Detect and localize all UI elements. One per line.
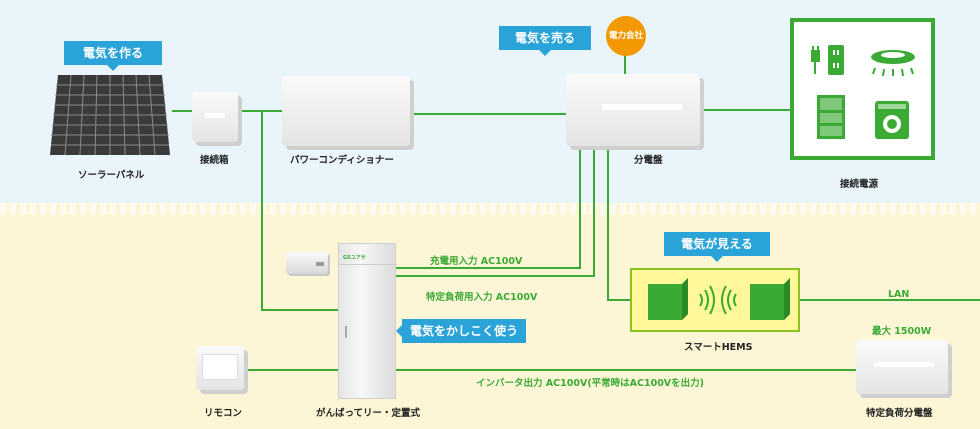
solar-panel-label: ソーラーパネル (78, 170, 145, 181)
area-divider (0, 203, 980, 215)
outlet-icon (811, 45, 844, 75)
refrigerator-icon (817, 95, 845, 139)
battery-label: がんばってリー・定置式 (316, 408, 421, 419)
utility-company-label: 電力会社 (608, 31, 643, 41)
inverter-output-label: インバータ出力 AC100V(平常時はAC100Vを出力) (476, 378, 705, 389)
distribution-board (566, 74, 700, 146)
remote-controller (196, 346, 244, 390)
solar-panel (48, 73, 172, 157)
callout-smart-use: 電気をかしこく使う (396, 319, 526, 343)
distribution-board-label: 分電盤 (634, 155, 663, 166)
utility-company-icon: 電力会社 (606, 16, 646, 56)
lower-area (0, 203, 980, 429)
smart-hems-label: スマートHEMS (684, 342, 753, 353)
junction-box (192, 92, 238, 142)
junction-box-label: 接続箱 (200, 155, 229, 166)
lan-label: LAN (888, 289, 910, 300)
battery-cabinet: GSユアサ (338, 243, 397, 399)
callout-sell: 電気を売る (499, 26, 591, 56)
washing-machine-icon (875, 101, 909, 139)
connected-power-label: 接続電源 (840, 179, 879, 190)
callout-visible: 電気が見える (664, 232, 770, 262)
ceiling-light-icon (871, 50, 915, 77)
charge-input-label: 充電用入力 AC100V (430, 256, 523, 267)
max-power-label: 最大 1500W (872, 326, 932, 337)
power-conditioner (282, 76, 410, 146)
battery-brand: GSユアサ (343, 255, 366, 261)
battery-controller (286, 252, 328, 274)
specific-input-label: 特定負荷用入力 AC100V (426, 292, 538, 303)
remote-label: リモコン (204, 408, 243, 419)
callout-generate: 電気を作る (64, 41, 162, 71)
connected-power-panel (790, 18, 935, 160)
specific-load-board (856, 340, 948, 394)
smart-hems (630, 268, 800, 332)
specific-load-board-label: 特定負荷分電盤 (866, 408, 933, 419)
power-conditioner-label: パワーコンディショナー (290, 155, 394, 166)
